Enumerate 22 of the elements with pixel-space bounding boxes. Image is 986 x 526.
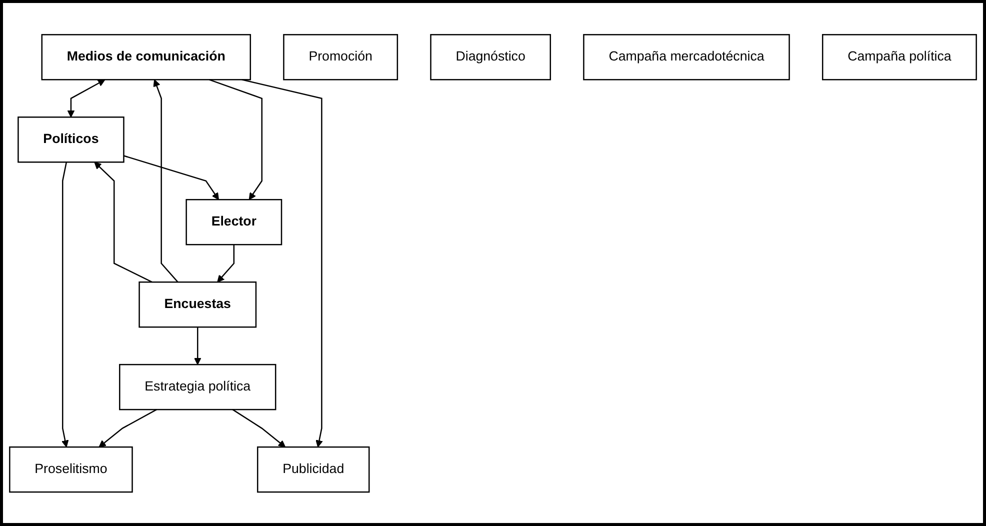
arrow — [94, 161, 152, 282]
node-box: Diagnóstico — [430, 34, 551, 80]
arrow — [242, 78, 323, 448]
node-box: Medios de comunicación — [41, 34, 251, 80]
arrow — [98, 408, 157, 448]
node-box: Publicidad — [256, 446, 370, 492]
node-box: Políticos — [18, 116, 124, 162]
arrow — [67, 79, 106, 118]
arrow — [232, 408, 286, 448]
arrow — [217, 244, 235, 282]
arrow — [209, 78, 262, 200]
node-box: Promoción — [283, 34, 398, 80]
arrow — [194, 326, 202, 365]
node-box: Proselitismo — [9, 446, 133, 492]
arrow — [153, 78, 178, 282]
node-box: Campaña mercadotécnica — [583, 34, 790, 80]
node-box: Campaña política — [822, 34, 977, 80]
node-box: Elector — [186, 198, 282, 245]
node-box: Estrategia política — [119, 364, 276, 410]
node-box: Encuestas — [138, 281, 257, 328]
arrow — [124, 154, 219, 200]
arrow — [62, 162, 69, 448]
